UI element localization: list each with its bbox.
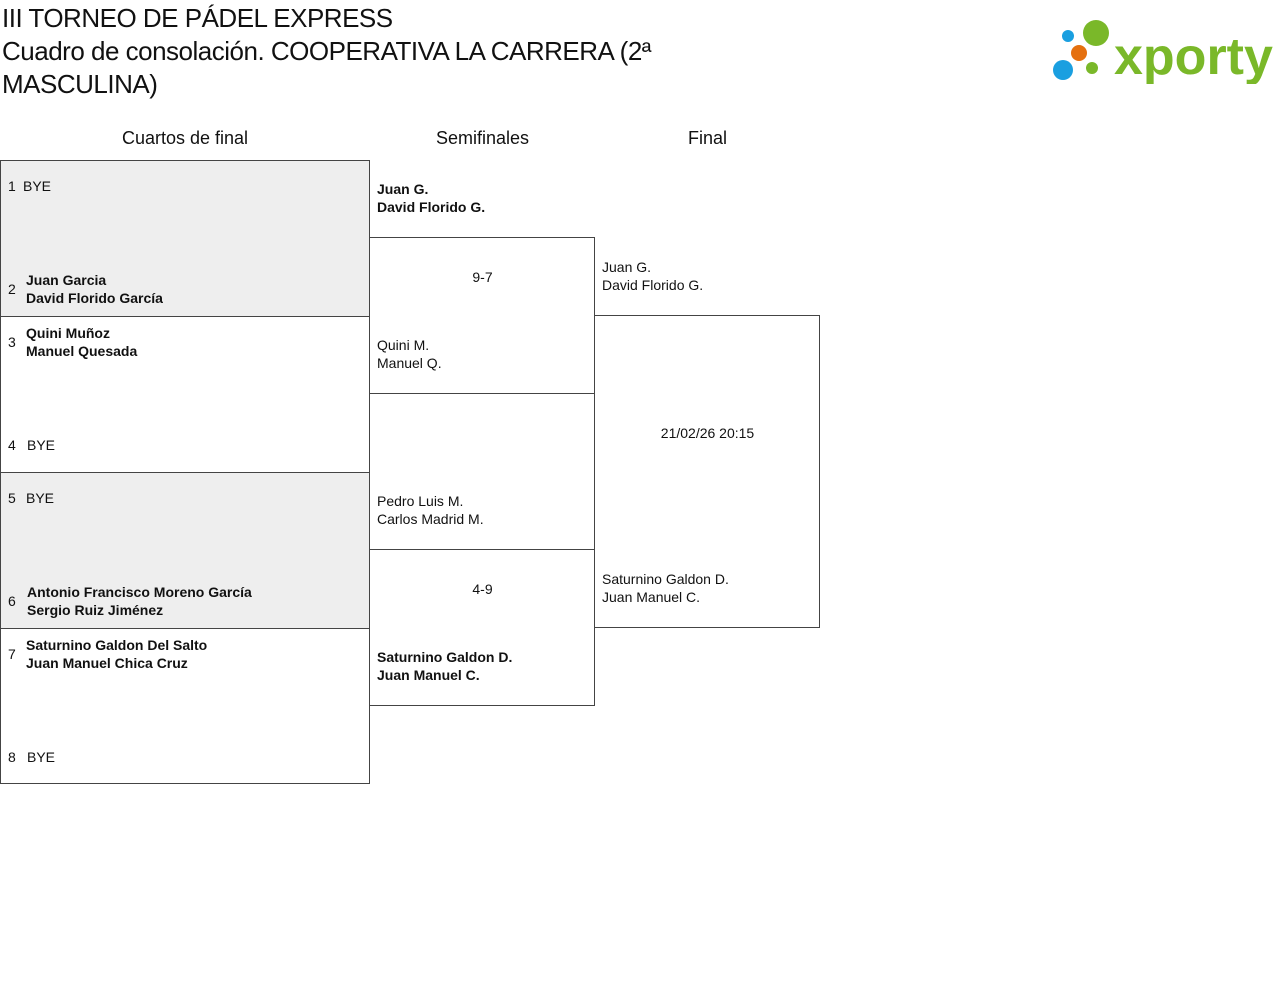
seed: 7 bbox=[8, 646, 16, 662]
score: 9-7 bbox=[472, 269, 493, 285]
team: Saturnino Galdon D.Juan Manuel C. bbox=[602, 571, 729, 605]
team: Juan G.David Florido G. bbox=[602, 259, 704, 293]
seed: 1 bbox=[8, 178, 16, 194]
seed: 5 bbox=[8, 490, 16, 506]
match-date: 21/02/26 20:15 bbox=[660, 425, 755, 441]
draw-name: Cuadro de consolación. COOPERATIVA LA CA… bbox=[2, 36, 651, 99]
tournament-name: III TORNEO DE PÁDEL EXPRESS bbox=[2, 3, 393, 33]
final-match bbox=[594, 315, 820, 628]
team: Saturnino Galdon D.Juan Manuel C. bbox=[377, 649, 513, 683]
logo-dots-icon: xporty bbox=[1053, 20, 1273, 86]
svg-text:xporty: xporty bbox=[1114, 28, 1273, 84]
score: 4-9 bbox=[472, 581, 493, 597]
seed: 8 bbox=[8, 749, 16, 765]
qf-match-1 bbox=[0, 160, 370, 317]
seed: 6 bbox=[8, 593, 16, 609]
round-header-final: Final bbox=[687, 128, 727, 148]
qf-match-4 bbox=[0, 628, 370, 784]
team: BYE bbox=[26, 490, 55, 506]
round-header-semifinals: Semifinales bbox=[435, 128, 530, 148]
xporty-logo: xporty bbox=[1050, 18, 1276, 86]
seed: 3 bbox=[8, 334, 16, 350]
team: Pedro Luis M.Carlos Madrid M. bbox=[377, 493, 484, 527]
team: BYE bbox=[27, 749, 56, 765]
round-header-quarterfinals: Cuartos de final bbox=[121, 128, 249, 148]
team: Juan G.David Florido G. bbox=[377, 181, 486, 215]
team: BYE bbox=[27, 437, 56, 453]
team: Quini M.Manuel Q. bbox=[377, 337, 442, 371]
seed: 2 bbox=[8, 281, 16, 297]
team: BYE bbox=[23, 178, 52, 194]
qf-match-3 bbox=[0, 472, 370, 629]
seed: 4 bbox=[8, 437, 16, 453]
